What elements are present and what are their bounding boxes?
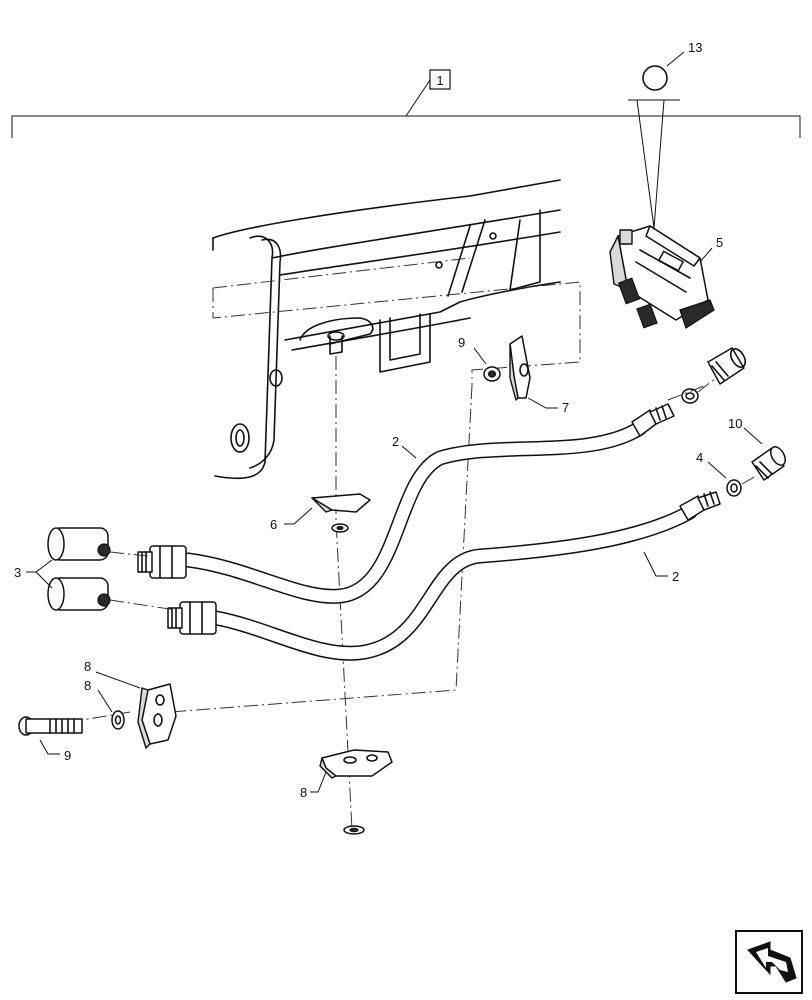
leader-2-upper (401, 445, 417, 459)
leader-3 (26, 559, 53, 589)
clip-7: 7 (509, 335, 569, 415)
callout-2-lower[interactable]: 2 (672, 569, 679, 584)
callout-box-1 (429, 69, 451, 90)
callout-10-label[interactable]: 9 (64, 748, 71, 763)
valve-block: 5 (609, 225, 723, 329)
leader-2-lower (643, 551, 668, 577)
clamp-half-upper: 8 (84, 659, 177, 749)
bolt-10: 8 9 (18, 716, 83, 763)
assembly-bracket: 1 (11, 69, 801, 138)
callout-4[interactable]: 4 (696, 450, 703, 465)
adapter-12: 10 (728, 416, 786, 485)
callout-12[interactable]: 10 (728, 416, 742, 431)
circle-symbol-icon: 13 (628, 40, 702, 229)
dust-cap-upper (47, 527, 149, 561)
callout-5[interactable]: 5 (716, 235, 723, 250)
reference-line-top (212, 257, 471, 289)
hose-fitting-upper-right (631, 403, 675, 437)
callout-3[interactable]: 3 (14, 565, 21, 580)
dust-cap-lower (47, 577, 177, 611)
hose-fitting-lower-left (167, 601, 217, 635)
clamp-half-lower: 8 8 (310, 749, 393, 793)
reference-line-vertical (335, 356, 353, 831)
callout-8-upper[interactable]: 8 (84, 659, 91, 674)
callout-13[interactable]: 13 (688, 40, 702, 55)
washer-9: 8 (84, 678, 125, 730)
callout-8-lower-clamp-label[interactable]: 8 (300, 785, 307, 800)
callout-11[interactable]: 9 (458, 335, 465, 350)
plate-6: 6 (270, 493, 371, 533)
callout-7[interactable]: 7 (562, 400, 569, 415)
return-arrow-icon[interactable] (735, 930, 803, 994)
callout-9[interactable]: 8 (84, 678, 91, 693)
reference-line-clamp (169, 384, 473, 713)
callout-6[interactable]: 6 (270, 517, 277, 532)
hose-upper (180, 420, 648, 604)
seal-11: 9 (458, 335, 501, 382)
callout-1[interactable]: 1 (436, 73, 443, 88)
washer-4: 4 (696, 450, 742, 497)
reference-line-upper (212, 281, 581, 385)
fitting-upper-right (667, 347, 747, 404)
nut-bottom (343, 825, 365, 835)
hose-fitting-lower-right (679, 491, 721, 521)
hose-lower (208, 504, 698, 661)
chassis-frame (212, 179, 561, 480)
callout-2-upper[interactable]: 2 (392, 434, 399, 449)
hose-fitting-upper-left (137, 545, 187, 579)
